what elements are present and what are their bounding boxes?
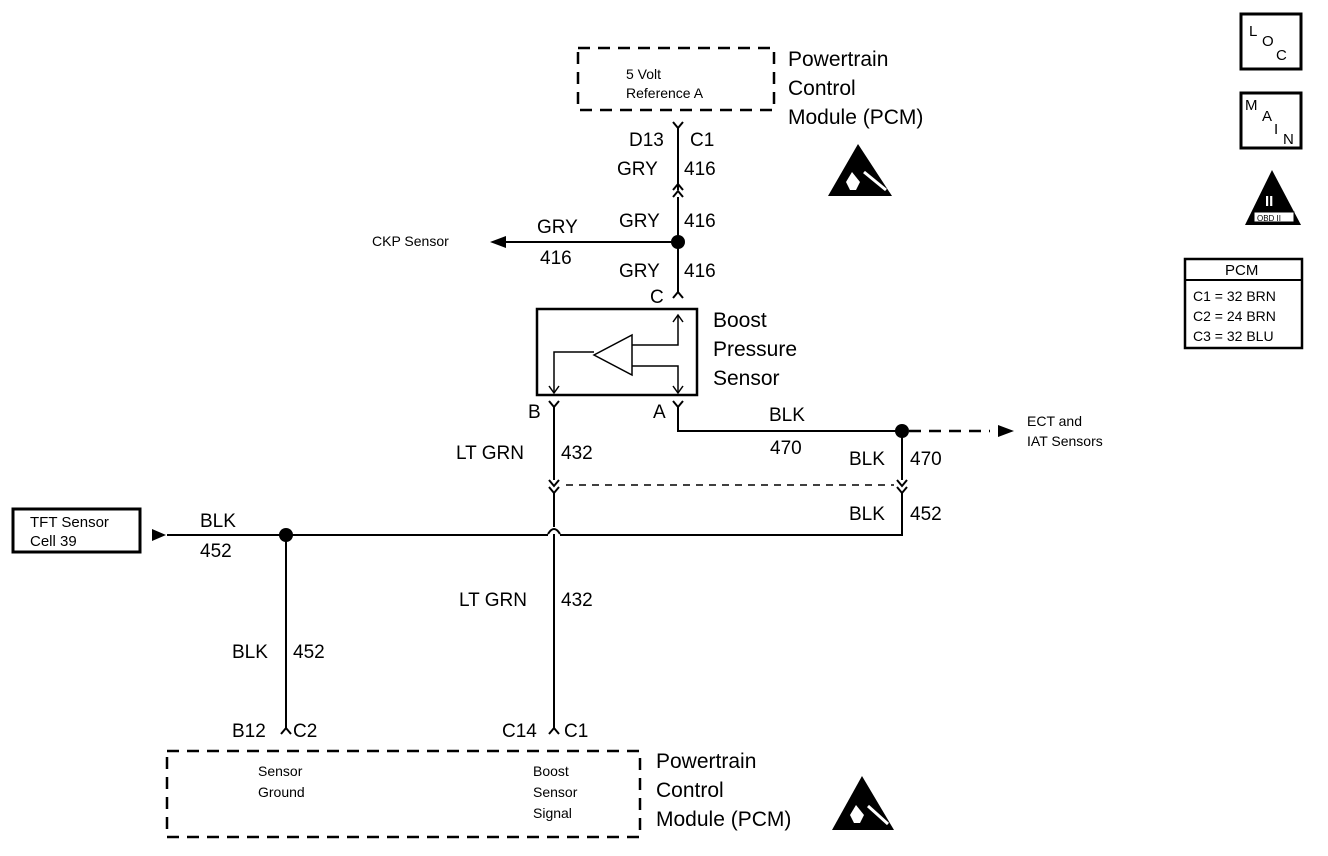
svg-text:N: N bbox=[1283, 131, 1294, 148]
amplifier-symbol-icon bbox=[548, 313, 684, 395]
pcm-bottom-ground-line1: Sensor bbox=[258, 763, 303, 779]
pcm-top-connector: C1 bbox=[690, 130, 714, 151]
arrow-right-icon bbox=[998, 425, 1014, 437]
boost-pin-a: A bbox=[653, 402, 666, 423]
pcm-legend-row: C3 = 32 BLU bbox=[1193, 328, 1274, 344]
connector-chevron bbox=[548, 726, 560, 735]
pcm-bottom-pin-signal: C14 bbox=[502, 721, 537, 742]
pcm-top-pin: D13 bbox=[629, 130, 664, 151]
tft-sensor-label-line1: TFT Sensor bbox=[30, 514, 109, 531]
pcm-bottom-name-line2: Control bbox=[656, 779, 724, 802]
pcm-legend-row: C2 = 24 BRN bbox=[1193, 308, 1276, 324]
wire-470-horizontal bbox=[677, 407, 902, 432]
esd-warning-icon bbox=[828, 144, 892, 196]
tft-sensor-label-line2: Cell 39 bbox=[30, 533, 77, 550]
svg-text:A: A bbox=[1262, 108, 1272, 125]
wire-color-label: BLK bbox=[849, 449, 885, 470]
connector-chevron bbox=[280, 726, 292, 735]
wire-color-label: GRY bbox=[617, 159, 658, 180]
loc-icon[interactable]: L O C bbox=[1239, 12, 1303, 71]
pcm-bottom-signal-line1: Boost bbox=[533, 763, 569, 779]
boost-pin-c: C bbox=[650, 287, 664, 308]
pcm-bottom-signal-line3: Signal bbox=[533, 805, 572, 821]
pcm-top-box bbox=[576, 46, 776, 112]
wire-color-label: BLK bbox=[200, 511, 236, 532]
wire-circuit-label: 470 bbox=[910, 449, 942, 470]
pcm-top-name-line3: Module (PCM) bbox=[788, 106, 923, 129]
wire-circuit-label: 416 bbox=[540, 248, 572, 269]
connector-chevron bbox=[672, 182, 684, 198]
svg-text:OBD II: OBD II bbox=[1257, 214, 1281, 223]
pcm-legend-row: C1 = 32 BRN bbox=[1193, 288, 1276, 304]
wire-color-label: GRY bbox=[537, 217, 578, 238]
wire-color-label: LT GRN bbox=[459, 590, 527, 611]
wire-circuit-label: 416 bbox=[684, 211, 716, 232]
wire-color-label: BLK bbox=[849, 504, 885, 525]
boost-sensor-name-line3: Sensor bbox=[713, 367, 780, 390]
pcm-top-name-line1: Powertrain bbox=[788, 48, 888, 71]
pcm-bottom-name-line1: Powertrain bbox=[656, 750, 756, 773]
ect-iat-label-line1: ECT and bbox=[1027, 413, 1082, 429]
svg-text:L: L bbox=[1249, 23, 1257, 40]
wire-color-label: GRY bbox=[619, 211, 660, 232]
ect-iat-label-line2: IAT Sensors bbox=[1027, 433, 1103, 449]
wire-color-label: LT GRN bbox=[456, 443, 524, 464]
connector-chevron bbox=[896, 479, 908, 495]
pcm-top-inner-line2: Reference A bbox=[626, 85, 704, 101]
svg-text:O: O bbox=[1262, 33, 1274, 50]
pcm-top-name-line2: Control bbox=[788, 77, 856, 100]
connector-chevron bbox=[672, 121, 684, 130]
pcm-bottom-conn-ground: C2 bbox=[293, 721, 317, 742]
arrow-right-icon bbox=[152, 529, 166, 541]
ckp-sensor-label: CKP Sensor bbox=[372, 233, 449, 249]
wire-circuit-label: 432 bbox=[561, 590, 593, 611]
svg-text:C: C bbox=[1276, 47, 1287, 64]
boost-sensor-name-line2: Pressure bbox=[713, 338, 797, 361]
obd-ii-icon[interactable]: II OBD II bbox=[1245, 170, 1301, 225]
wire-circuit-label: 452 bbox=[200, 541, 232, 562]
pcm-bottom-conn-signal: C1 bbox=[564, 721, 588, 742]
pcm-bottom-name-line3: Module (PCM) bbox=[656, 808, 791, 831]
wire-color-label: GRY bbox=[619, 261, 660, 282]
wire-circuit-label: 470 bbox=[770, 438, 802, 459]
wire-color-label: BLK bbox=[232, 642, 268, 663]
connector-chevron bbox=[548, 400, 560, 409]
wire-circuit-label: 416 bbox=[684, 261, 716, 282]
connector-chevron bbox=[672, 290, 684, 299]
connector-chevron bbox=[548, 479, 560, 495]
boost-pin-b: B bbox=[528, 402, 541, 423]
pcm-bottom-signal-line2: Sensor bbox=[533, 784, 578, 800]
svg-text:I: I bbox=[1274, 121, 1278, 138]
pcm-bottom-pin-ground: B12 bbox=[232, 721, 266, 742]
tft-sensor-box bbox=[11, 507, 142, 554]
wire-circuit-label: 432 bbox=[561, 443, 593, 464]
pcm-connector-legend: PCM C1 = 32 BRN C2 = 24 BRN C3 = 32 BLU bbox=[1183, 257, 1304, 350]
wire-color-label: BLK bbox=[769, 405, 805, 426]
wire-crossover bbox=[547, 528, 561, 535]
wire-circuit-label: 452 bbox=[293, 642, 325, 663]
pcm-bottom-ground-line2: Ground bbox=[258, 784, 305, 800]
pcm-legend-title: PCM bbox=[1225, 262, 1258, 279]
boost-sensor-name-line1: Boost bbox=[713, 309, 767, 332]
connector-chevron bbox=[672, 400, 684, 409]
esd-warning-icon bbox=[832, 776, 894, 830]
arrow-left-icon bbox=[490, 236, 506, 248]
svg-text:II: II bbox=[1265, 193, 1273, 210]
pcm-top-inner-line1: 5 Volt bbox=[626, 66, 661, 82]
svg-text:M: M bbox=[1245, 97, 1258, 114]
main-icon[interactable]: M A I N bbox=[1239, 91, 1303, 150]
wire-circuit-label: 452 bbox=[910, 504, 942, 525]
wire-452-right bbox=[560, 493, 903, 536]
wire-circuit-label: 416 bbox=[684, 159, 716, 180]
